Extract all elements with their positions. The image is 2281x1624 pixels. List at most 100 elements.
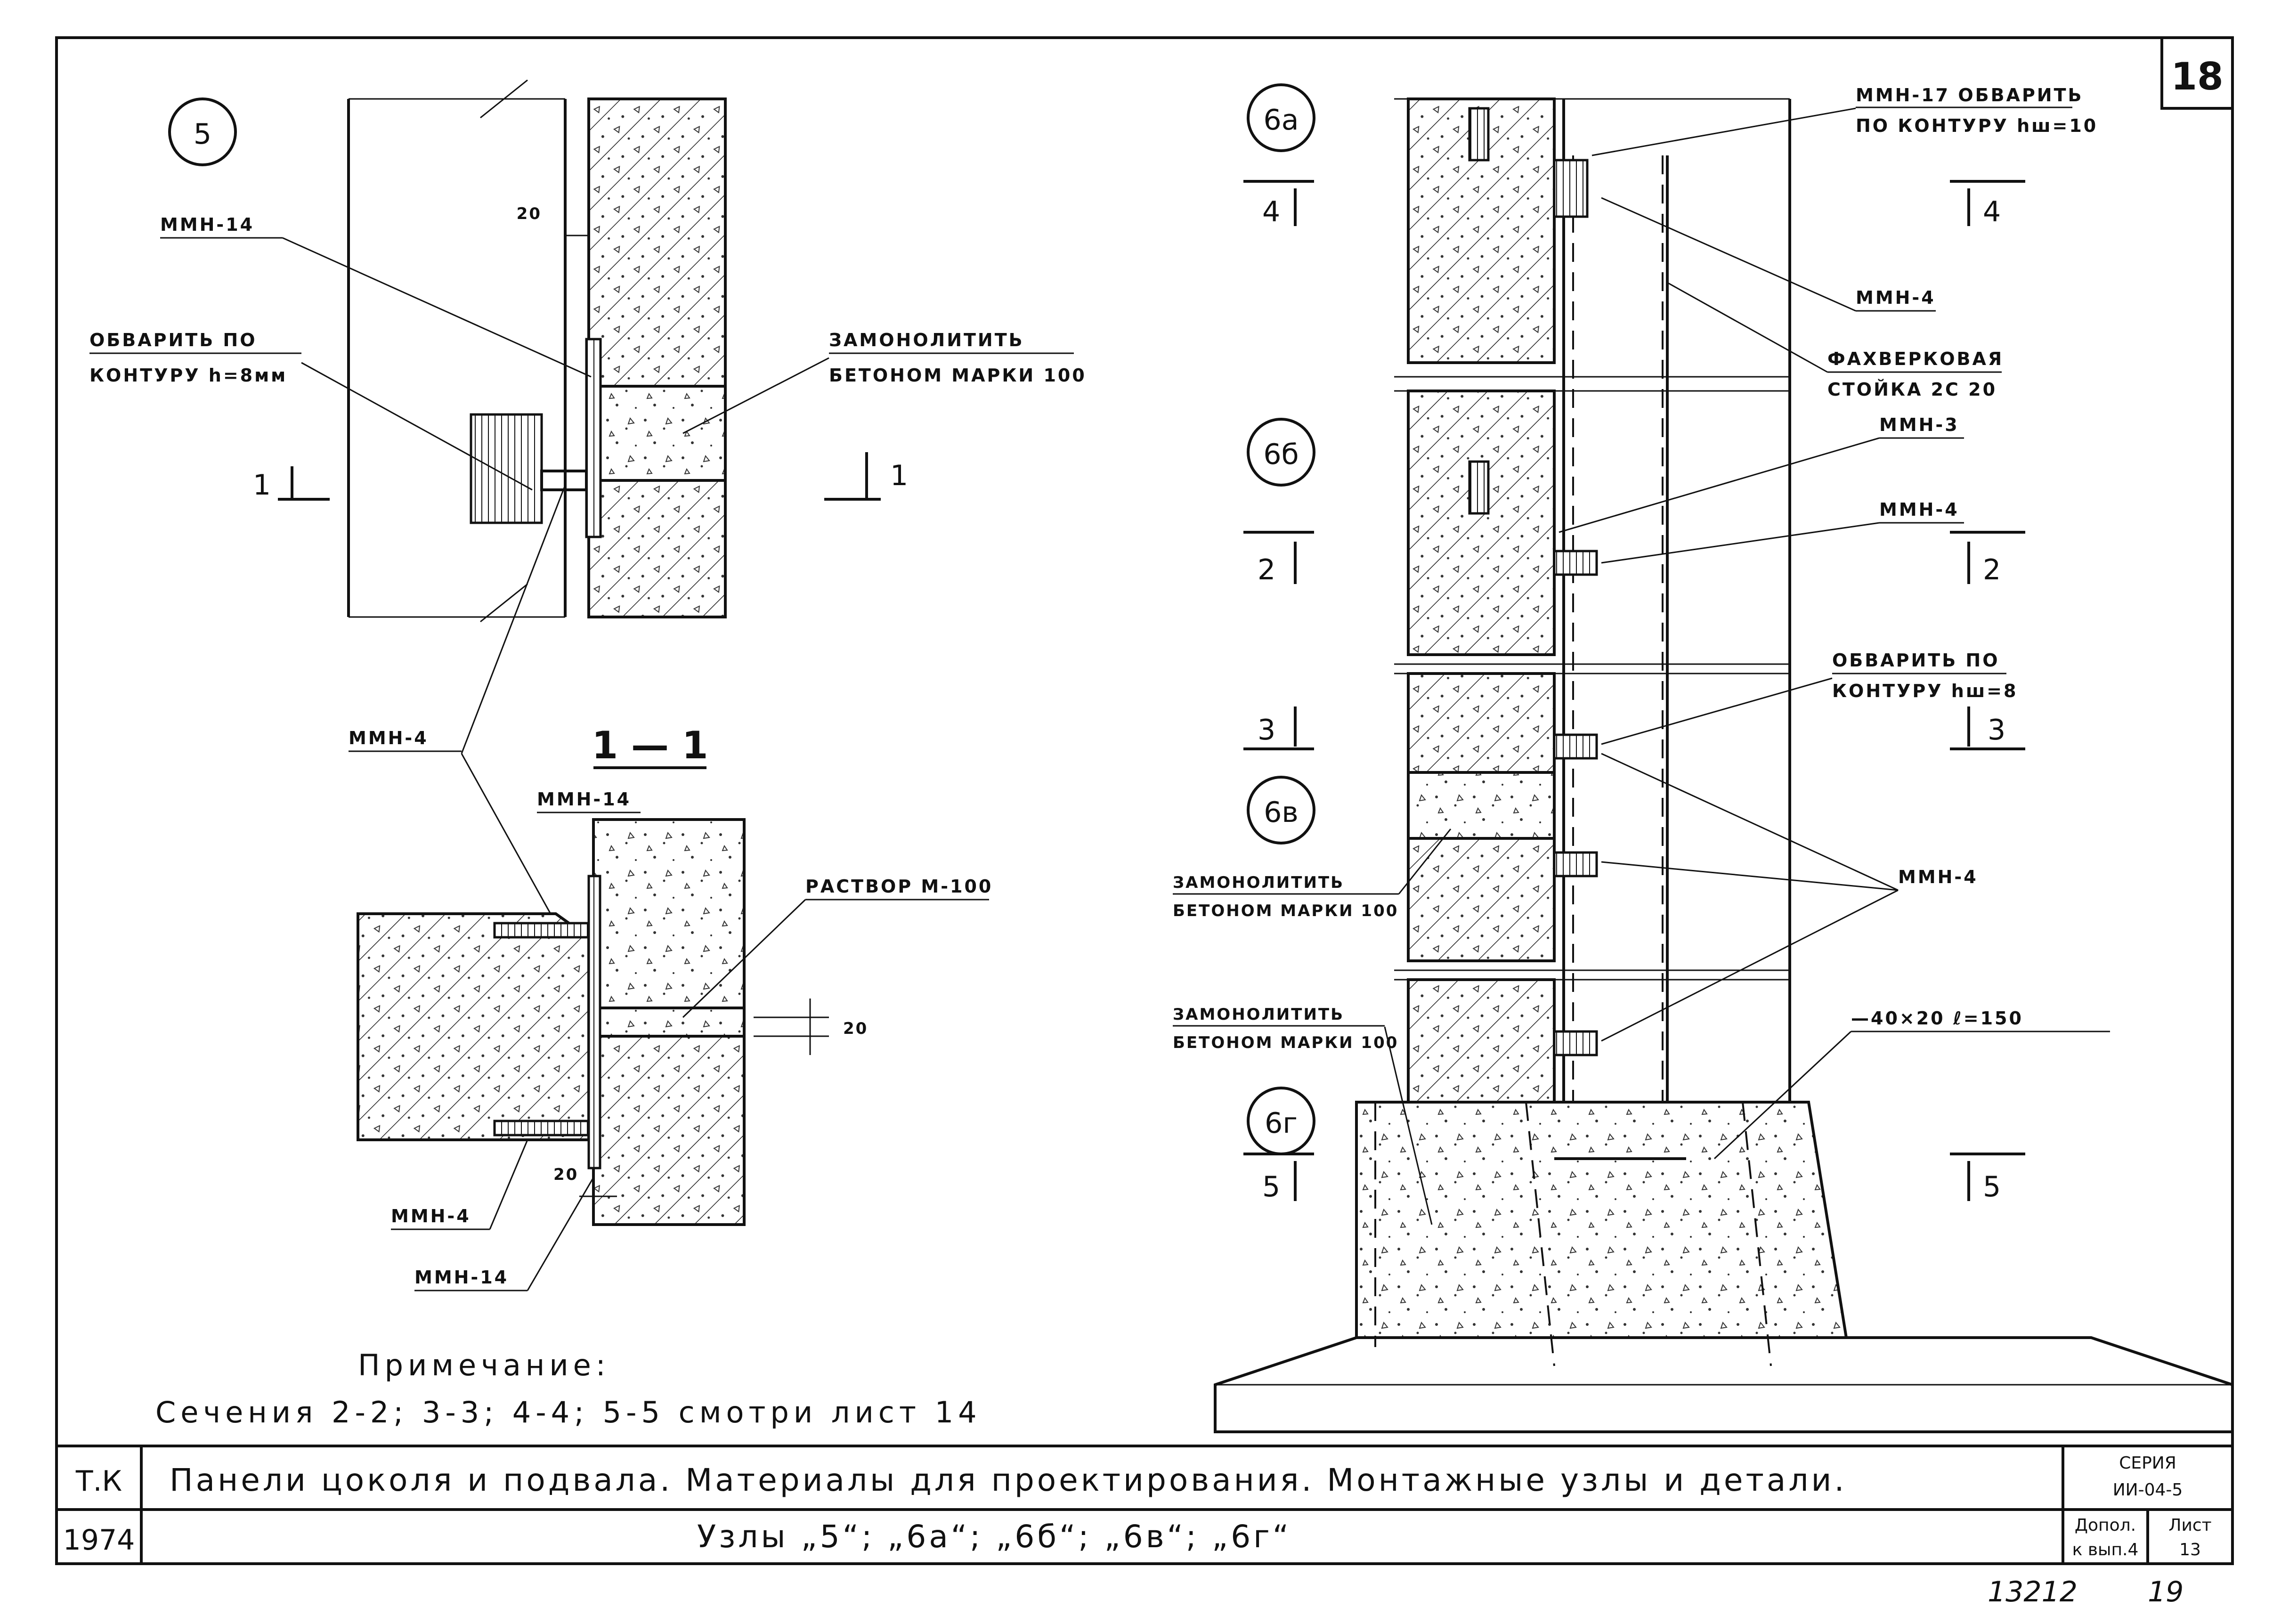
leader-monolith-b [1384, 1026, 1433, 1225]
cut-4-left-label: 4 [1262, 195, 1280, 228]
node-6v-circle [1247, 776, 1315, 844]
label-mmn4-c: ММН-4 [1898, 867, 1978, 887]
title-block: Т.К 1974 Панели цоколя и подвала. Матери… [57, 1445, 2232, 1564]
cut-2-left-label: 2 [1258, 553, 1275, 586]
label-mmn14-top: ММН-14 [160, 214, 254, 235]
page-number: 19 [2148, 1575, 2184, 1608]
leader-mmn4-c1 [1601, 753, 1899, 891]
leader-monolith [682, 357, 829, 434]
tb-supplement-line2: к вып.4 [2072, 1540, 2139, 1559]
label-plate: —40×20 ℓ=150 [1851, 1008, 2023, 1029]
leader-mmn17 [1591, 107, 1856, 156]
anchor-mmn3 [1468, 460, 1490, 515]
break-mark-top [480, 79, 528, 119]
monolith-6v [1407, 771, 1556, 840]
label-mmn17-line1: ММН-17 ОБВАРИТЬ [1856, 85, 2084, 106]
dim-20-right-text: 20 [843, 1019, 868, 1038]
node-6b-label: 6б [1263, 438, 1299, 471]
dim-20-bottom-text: 20 [553, 1165, 578, 1184]
tb-sheet-label: Лист [2168, 1516, 2211, 1535]
label-mmn4-bottom: ММН-4 [391, 1206, 471, 1226]
label-monolith-b-line2: БЕТОНОМ МАРКИ 100 [1173, 1033, 1398, 1052]
mortar-joint [592, 1007, 746, 1038]
label-monolith-b-line1: ЗАМОНОЛИТИТЬ [1173, 1005, 1344, 1024]
leader-column [1667, 282, 1828, 373]
node-5-circle [168, 97, 237, 166]
anchor-mmn17 [1468, 107, 1490, 162]
label-mmn17-line2: ПО КОНТУРУ hш=10 [1856, 115, 2098, 136]
tb-year: 1974 [63, 1524, 135, 1557]
angle-lower [493, 1120, 595, 1137]
leader-mmn3 [1559, 437, 1880, 533]
label-weld-line2: КОНТУРУ h=8мм [89, 365, 287, 386]
node-6a-label: 6а [1264, 104, 1299, 137]
leader-mmn14-bottom [527, 1177, 594, 1291]
label-mmn4-a: ММН-4 [1856, 287, 1936, 308]
leader-mmn4-a [1601, 197, 1856, 312]
sheet-number-box [2160, 36, 2234, 110]
section-1-1-title: 1 — 1 [592, 723, 708, 767]
break-mark-bottom [480, 583, 528, 623]
node-5-label: 5 [194, 118, 211, 151]
node-6v-label: 6в [1264, 796, 1299, 829]
leader-mmn4-c3 [1601, 889, 1899, 1042]
cut-2-right-label: 2 [1983, 553, 2001, 586]
upper-panel [587, 97, 727, 388]
note-text: Сечения 2-2; 3-3; 4-4; 5-5 смотри лист 1… [155, 1395, 982, 1429]
label-monolith-line1: ЗАМОНОЛИТИТЬ [829, 330, 1024, 350]
tb-subtitle: Узлы „5“; „6а“; „6б“; „6в“; „6г“ [697, 1518, 1291, 1555]
leader-monolith-a [1398, 828, 1452, 894]
leader-mmn4-down [461, 753, 557, 924]
label-weld-line1: ОБВАРИТЬ ПО [89, 330, 257, 350]
leader-weld6 [1601, 677, 1833, 745]
cut-3-left-label: 3 [1258, 714, 1275, 747]
cut-5-left-label: 5 [1262, 1170, 1280, 1203]
cut-4-right-label: 4 [1983, 195, 2001, 228]
label-mmn4-left: ММН-4 [349, 728, 429, 748]
tb-series-label: СЕРИЯ [2119, 1453, 2176, 1473]
tb-title: Панели цоколя и подвала. Материалы для п… [170, 1462, 1847, 1498]
lower-panel [587, 479, 727, 618]
tb-sheet-value: 13 [2179, 1540, 2201, 1559]
foundation-block [1355, 1101, 1848, 1339]
tb-supplement-line1: Допол. [2075, 1516, 2136, 1535]
label-weld6-line2: КОНТУРУ hш=8 [1832, 681, 2018, 701]
label-mmn14-section-top: ММН-14 [537, 789, 631, 810]
label-monolith-a-line2: БЕТОНОМ МАРКИ 100 [1173, 901, 1398, 920]
tb-org: Т.К [75, 1465, 122, 1498]
note-heading: Примечание: [358, 1348, 610, 1382]
node-6g-label: 6г [1265, 1107, 1298, 1140]
dim-20-top-text: 20 [517, 204, 542, 223]
label-monolith-a-line1: ЗАМОНОЛИТИТЬ [1173, 873, 1344, 892]
connector-6v-2 [1553, 851, 1598, 877]
label-mmn3: ММН-3 [1879, 414, 1959, 435]
tb-series-value: ИИ-04-5 [2113, 1480, 2183, 1500]
cut-3-right-label: 3 [1988, 714, 2005, 747]
detail-6: 6а 6б 6в 6г 4 4 2 2 3 3 5 5 ММН-17 ОБВАР… [1173, 83, 2234, 1433]
embedded-plate-mmn14 [585, 338, 602, 538]
label-mortar: РАСТВОР М-100 [805, 876, 993, 897]
node-6b-circle [1247, 418, 1315, 487]
leader-weld [301, 362, 533, 491]
leader-mmn4-bottom [489, 1139, 528, 1230]
leader-mortar [682, 899, 806, 1018]
panel-6g [1407, 978, 1556, 1104]
archive-number: 13212 [1988, 1575, 2078, 1608]
label-monolith-line2: БЕТОНОМ МАРКИ 100 [829, 365, 1087, 386]
label-column-line1: ФАХВЕРКОВАЯ [1827, 349, 2004, 369]
cut-5-right-label: 5 [1983, 1170, 2001, 1203]
cut-1-left-label: 1 [253, 469, 271, 502]
connector-6b [1553, 550, 1598, 576]
foundation-hidden [1742, 1102, 1772, 1366]
monolith-joint [587, 385, 727, 482]
detail-5: 5 20 ММН-14 ОБВАРИТЬ ПО КОНТУРУ h=8мм ЗА… [89, 79, 1087, 623]
leader-mmn4-up [461, 485, 566, 754]
sheet-number: 18 [2171, 55, 2223, 98]
connector-6a [1553, 159, 1589, 218]
channel-bracket [470, 413, 543, 524]
foundation-hidden [1525, 1102, 1555, 1366]
sheet-frame [55, 36, 2234, 1565]
connector-6g [1553, 1030, 1598, 1056]
label-mmn4-b: ММН-4 [1879, 499, 1959, 520]
